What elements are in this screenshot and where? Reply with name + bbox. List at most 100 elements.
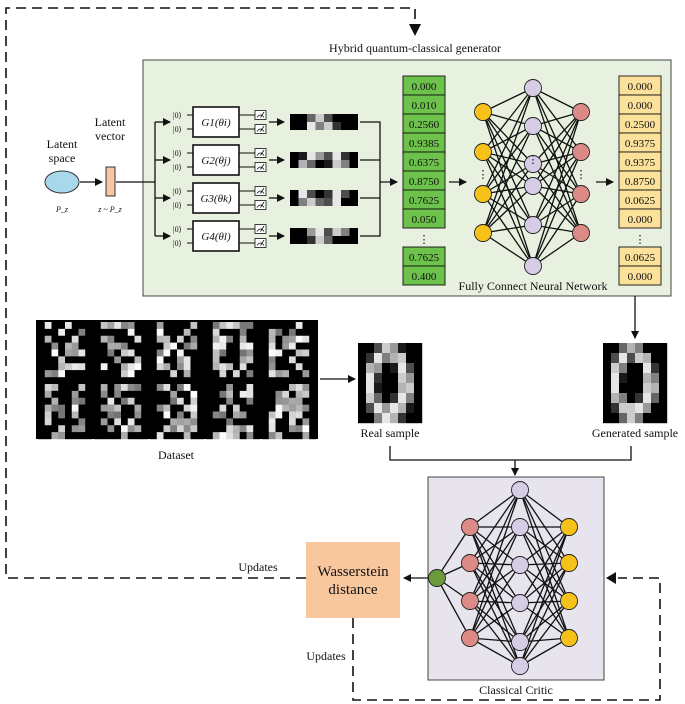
dataset-pixel [197,397,205,405]
nn-edge [469,564,521,639]
dataset-pixel [121,328,128,336]
dataset-pixel [71,390,79,398]
dataset-pixel [150,370,157,378]
dataset-pixel [38,363,45,371]
generated-sample-pixel [643,353,652,364]
dataset-pixel [246,328,254,336]
dataset-pixel [212,363,220,371]
generated-sample-pixel [659,413,668,424]
dataset-pixel [282,356,290,364]
dataset-pixel [206,404,213,412]
dataset-pixel [65,363,72,371]
dataset-pixel [65,349,72,357]
dataset-pixel [289,363,296,371]
dataset-pixel [141,397,149,405]
dataset-pixel [78,397,86,405]
dataset-pixel [65,370,72,378]
dataset-pixel [150,356,157,364]
dataset-pixel [107,390,115,398]
dataset-pixel [295,342,303,350]
dataset-pixel [38,397,45,405]
critic-hidden-node-b [511,633,529,651]
dataset-pixel [107,322,115,330]
generated-sample-label: Generated sample [592,426,678,440]
dataset-pixel [156,356,164,364]
real-sample-pixel [374,353,383,364]
patch-pixel [315,236,324,244]
dataset-pixel [309,397,317,405]
dataset-pixel [190,404,198,412]
dataset-pixel [226,335,234,343]
dataset-pixel [58,356,66,364]
dataset-pixel [239,370,247,378]
dataset-pixel [302,432,310,440]
nn-edge [532,232,582,267]
latent-vector-label-1: Latent [95,115,126,129]
dataset-pixel [127,390,135,398]
dataset-pixel [141,370,149,378]
nn-edge [469,562,521,667]
dataset-pixel [107,432,115,440]
dataset-pixel [44,418,52,426]
patch-pixel [349,228,358,236]
dataset-pixel [183,370,191,378]
patch-pixel [349,122,358,130]
dataset-pixel [85,370,93,378]
critic-hidden-node-a [461,629,479,647]
output-value-value: 0.0625 [625,252,656,264]
dataset-pixel [94,328,101,336]
nn-edge [482,185,534,234]
dataset-pixel [206,328,213,336]
dataset-pixel [268,322,276,330]
dataset-pixel [58,404,66,412]
nn-edge [532,125,582,195]
dataset-pixel [141,322,149,330]
dataset-pixel [190,349,198,357]
critic-hidden-node-b [511,556,529,574]
generated-sample-pixel [635,383,644,394]
dataset-pixel [94,356,101,364]
dataset-pixel [65,425,72,433]
latent-space-label-1: Latent [47,137,78,151]
dataset-pixel [309,349,317,357]
real-sample-pixel [358,403,367,414]
dataset-pixel [246,322,254,330]
nn-edge [519,600,570,643]
dataset-pixel [177,397,184,405]
raw-value-value: 0.050 [412,214,437,226]
dataset-pixel [233,432,240,440]
generated-sample-pixel [611,393,620,404]
dataset-pixel [163,411,171,419]
dataset-pixel [100,335,108,343]
nn-edge [532,193,582,267]
gen-input-node [474,143,492,161]
dataset-pixel [51,425,59,433]
dataset-pixel [150,404,157,412]
real-sample-pixel [414,413,423,424]
raw-value-cell [402,208,446,229]
output-value-value: 0.2500 [625,119,656,131]
dataset-pixel [295,390,303,398]
dataset-pixel [51,370,59,378]
dataset-pixel [268,342,276,350]
dataset-pixel [268,363,276,371]
dataset-pixel [295,411,303,419]
dataset-pixel [212,390,220,398]
patch-pixel [349,190,358,198]
dataset-pixel [197,432,205,440]
real-sample-pixel [390,363,399,374]
measure-icon [256,111,265,118]
patch-pixel [324,236,333,244]
dataset-pixel [85,342,93,350]
dataset-pixel [38,356,45,364]
dataset-pixel [275,411,283,419]
dataset-pixel [65,390,72,398]
dataset-pixel [219,328,227,336]
dataset-pixel [51,356,59,364]
dataset-pixel [38,349,45,357]
nn-edge [532,111,582,187]
dataset-pixel [177,432,184,440]
dataset-pixel [44,335,52,343]
dataset-pixel [197,363,205,371]
dataset-pixel [282,370,290,378]
